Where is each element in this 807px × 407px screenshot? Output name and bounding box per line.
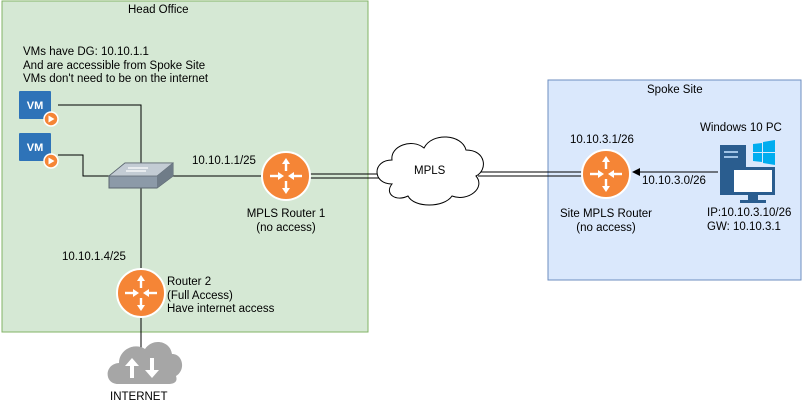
router-2-note-2: Have internet access <box>167 303 275 315</box>
vm-2: VM <box>19 133 59 169</box>
spoke-link-label: 10.10.3.0/26 <box>642 175 706 187</box>
pc-ip: IP:10.10.3.10/26 <box>707 207 792 219</box>
site-router-label: Site MPLS Router (no access) <box>548 208 664 235</box>
router-2-name: Router 2 <box>167 276 212 288</box>
mpls-cloud-icon <box>376 136 484 206</box>
mpls-router-1-name: MPLS Router 1 <box>246 208 326 220</box>
pc-title: Windows 10 PC <box>700 122 782 134</box>
spoke-site-title: Spoke Site <box>647 84 703 96</box>
vm2-switch-link <box>58 154 109 177</box>
vm1-switch-link <box>58 104 142 163</box>
windows-logo-icon <box>753 140 775 165</box>
vm-1: VM <box>19 91 59 127</box>
site-mpls-router-icon <box>581 149 631 199</box>
mpls-router-1-ip: 10.10.1.1/25 <box>192 155 256 167</box>
vm-label: VM <box>27 100 44 112</box>
vm-note: VMs have DG: 10.10.1.1 And are accessibl… <box>23 46 208 87</box>
mpls-router-1-icon <box>261 151 311 201</box>
router-2-label: Router 2 (Full Access) Have internet acc… <box>167 276 274 317</box>
site-router-name: Site MPLS Router <box>559 208 653 220</box>
vm-note-line-1: VMs have DG: 10.10.1.1 <box>23 46 149 58</box>
router-2-icon <box>116 268 166 318</box>
vm-icon <box>19 91 51 119</box>
windows-pc-icon <box>720 140 775 203</box>
connections <box>58 104 718 350</box>
router-2-ip: 10.10.1.4/25 <box>62 251 126 263</box>
vm-note-line-2: And are accessible from Spoke Site <box>23 59 206 72</box>
pc-details: IP:10.10.3.10/26 GW: 10.10.3.1 <box>707 207 791 234</box>
pc-gateway: GW: 10.10.3.1 <box>707 220 781 233</box>
vm-note-line-3: VMs don't need to be on the internet <box>23 73 209 85</box>
mpls-router-1-label: MPLS Router 1 (no access) <box>228 208 344 235</box>
internet-label: INTERNET <box>110 391 168 403</box>
vm-label: VM <box>27 142 44 154</box>
mpls-cloud-label: MPLS <box>414 165 446 177</box>
site-router-ip: 10.10.3.1/26 <box>570 134 634 146</box>
router-2-note: (Full Access) <box>167 289 233 302</box>
network-switch-icon <box>107 162 175 189</box>
vm-icon <box>19 133 51 161</box>
mpls-router-1-note: (no access) <box>256 221 316 234</box>
internet-cloud-icon <box>107 341 183 384</box>
head-office-title: Head Office <box>128 4 189 16</box>
site-router-note: (no access) <box>576 221 636 234</box>
